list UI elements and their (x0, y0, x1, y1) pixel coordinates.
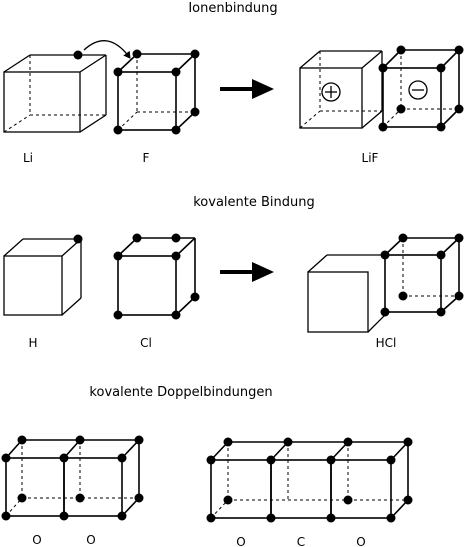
co2-electron (206, 455, 216, 465)
covalent-section-title: kovalente Bindung (193, 195, 315, 210)
oxygen-electron (17, 493, 27, 503)
hcl-electron (436, 307, 446, 317)
chlorine-electron (113, 310, 123, 320)
oxygen-electron (59, 453, 69, 463)
hcl-electron (436, 250, 446, 260)
co2-electron (326, 455, 336, 465)
fluoride-electron (378, 63, 388, 73)
oxygen-electron (17, 435, 27, 445)
co2-electron (266, 513, 276, 523)
label-o2-first: O (32, 533, 41, 547)
fluoride-ion-cube (378, 45, 464, 132)
hcl-electron (380, 307, 390, 317)
co2-electron (343, 437, 353, 447)
fluoride-electron (436, 122, 446, 132)
lithium-cube (3, 50, 107, 133)
chlorine-electron (171, 251, 181, 261)
chlorine-electron (171, 233, 181, 243)
lithium-valence-electron (73, 50, 83, 60)
label-hcl: HCl (376, 336, 397, 350)
hcl-chlorine-cube (380, 233, 464, 317)
hcl-electron (398, 233, 408, 243)
co2-electron (206, 513, 216, 523)
chlorine-electron (171, 310, 181, 320)
fluoride-electron (436, 63, 446, 73)
co2-electron (283, 437, 293, 447)
oxygen-electron (117, 453, 127, 463)
fluorine-electron (190, 107, 200, 117)
hydrogen-electron (73, 234, 83, 244)
co2-electron (403, 495, 413, 505)
oxygen-electron (1, 453, 11, 463)
negative-charge-icon (408, 80, 428, 100)
label-co2-o1: O (236, 535, 245, 547)
co2-electron (403, 437, 413, 447)
co2-electron (266, 455, 276, 465)
chlorine-electron (113, 251, 123, 261)
fluorine-electron (171, 67, 181, 77)
label-co2-c: C (297, 535, 305, 547)
fluoride-electron (378, 122, 388, 132)
fluorine-cube (113, 49, 200, 135)
label-o2-second: O (86, 533, 95, 547)
hcl-electron (454, 233, 464, 243)
label-cl: Cl (140, 336, 152, 350)
hcl-electron (454, 291, 464, 301)
co2-electron (326, 513, 336, 523)
co2-electron (223, 437, 233, 447)
fluoride-electron (454, 104, 464, 114)
fluorine-electron (171, 125, 181, 135)
co2-electron (343, 495, 353, 505)
oxygen-electron (134, 493, 144, 503)
positive-charge-icon (321, 82, 341, 102)
hcl-electron (398, 291, 408, 301)
fluorine-electron (113, 67, 123, 77)
oxygen-electron (59, 511, 69, 521)
oxygen-electron (75, 435, 85, 445)
oxygen-electron (1, 511, 11, 521)
oxygen-molecule (1, 435, 144, 521)
electron-transfer-arrow (83, 40, 131, 59)
fluorine-electron (190, 49, 200, 59)
chlorine-cube (113, 233, 200, 320)
lithium-ion-cube (299, 50, 383, 129)
double-bond-section-title: kovalente Doppelbindungen (89, 385, 272, 400)
fluoride-electron (396, 104, 406, 114)
label-f: F (143, 151, 150, 165)
hcl-hydrogen-cube (307, 254, 386, 333)
hydrogen-cube (3, 234, 83, 316)
hcl-electron (380, 250, 390, 260)
carbon-dioxide-molecule (206, 437, 413, 523)
label-h: H (28, 336, 37, 350)
oxygen-electron (75, 493, 85, 503)
co2-electron (223, 495, 233, 505)
fluorine-electron (132, 49, 142, 59)
ionic-section-title: Ionenbindung (188, 1, 277, 16)
chlorine-electron (190, 292, 200, 302)
fluorine-electron (113, 125, 123, 135)
label-lif: LiF (362, 151, 379, 165)
chlorine-electron (132, 233, 142, 243)
label-li: Li (23, 151, 33, 165)
reaction-arrow-covalent (220, 262, 274, 282)
oxygen-electron (117, 511, 127, 521)
label-co2-o2: O (356, 535, 365, 547)
co2-electron (386, 513, 396, 523)
co2-electron (386, 455, 396, 465)
fluoride-electron (396, 45, 406, 55)
oxygen-electron (134, 435, 144, 445)
reaction-arrow-ionic (220, 79, 274, 99)
fluoride-electron (454, 45, 464, 55)
